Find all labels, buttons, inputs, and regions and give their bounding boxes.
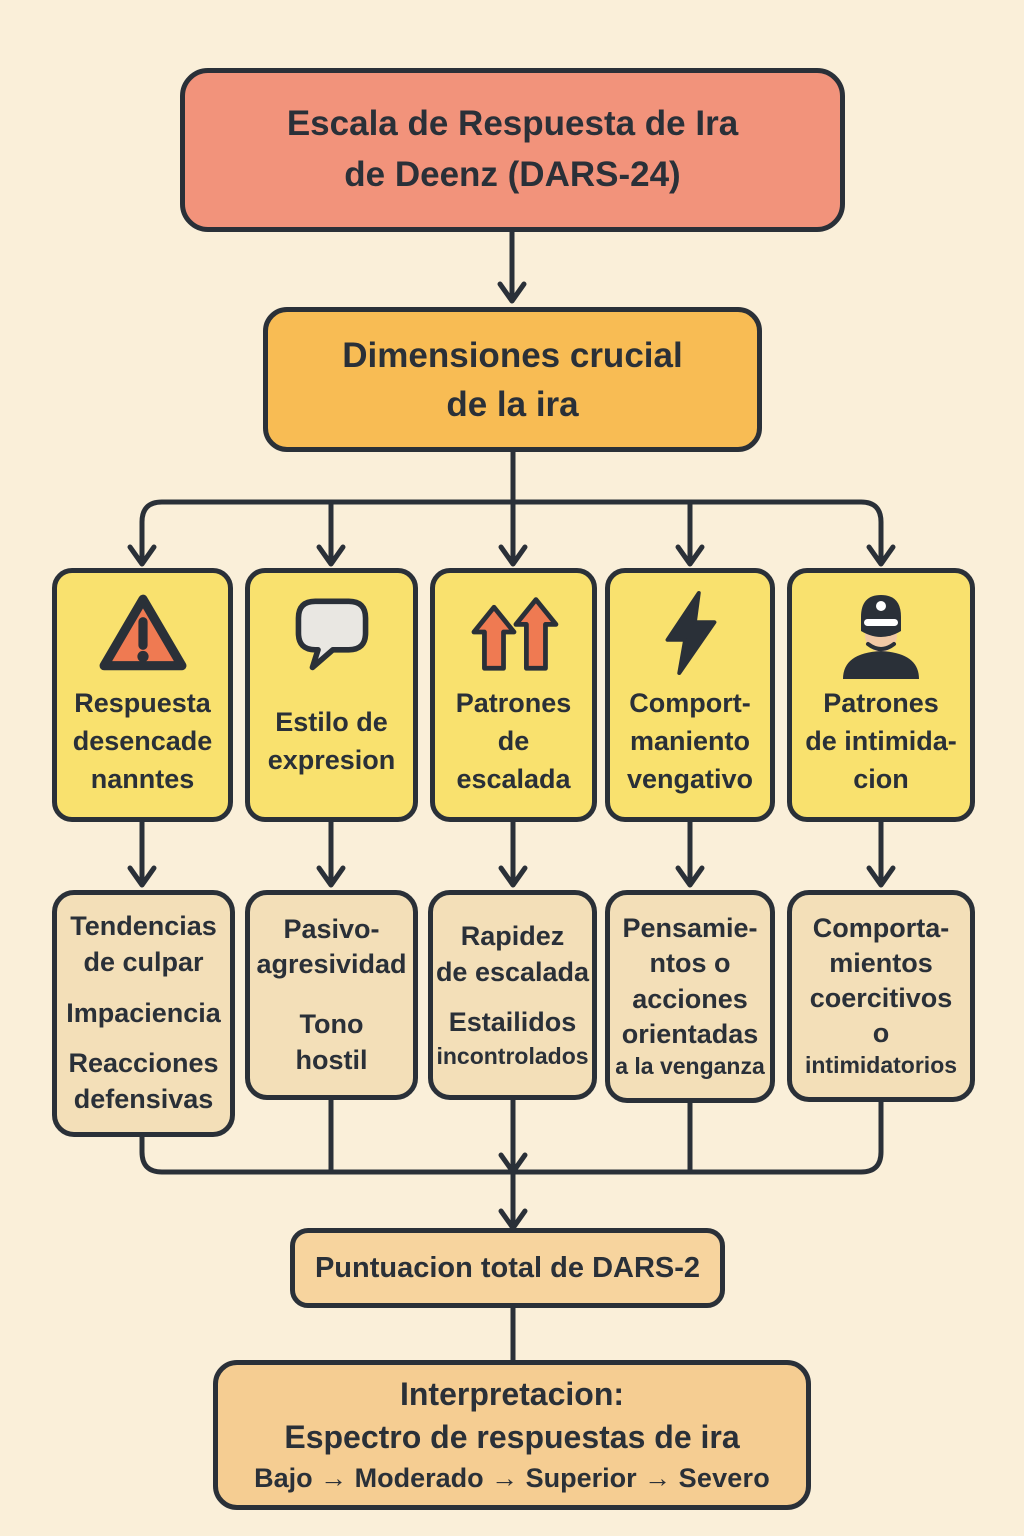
detail-expression-style: Pasivo- agresividad Tono hostil — [245, 890, 418, 1100]
detail-1-line: Reacciones — [68, 1048, 219, 1079]
detail-1-line: Impaciencia — [66, 997, 221, 1028]
card-4-line-1: Comport- — [629, 687, 751, 718]
total-score-box: Puntuacion total de DARS-2 — [290, 1228, 725, 1308]
detail-5-line: Comporta- — [812, 912, 950, 943]
card-2-line-1: Estilo de — [275, 706, 388, 737]
severity-scale: Bajo → Moderado → Superior → Severo — [254, 1461, 770, 1497]
total-score-label: Puntuacion total de DARS-2 — [314, 1251, 701, 1284]
card-vengeful-behavior: Comport- maniento vengativo — [605, 568, 775, 822]
detail-3-line: Estailidos — [448, 1007, 577, 1038]
detail-5-line: mientos — [829, 947, 933, 978]
detail-3-line: de escalada — [435, 956, 590, 987]
dimensions-box: Dimensiones crucial de la ira — [263, 307, 762, 452]
card-5-line-1: Patrones — [823, 687, 939, 718]
card-1-line-2: desencade — [72, 725, 213, 756]
detail-4-line: Pensamie- — [622, 913, 758, 944]
dimensions-line-1: Dimensiones crucial — [342, 335, 683, 375]
interpretation-line-2: Espectro de respuestas de ira — [284, 1418, 740, 1455]
card-4-line-2: maniento — [629, 725, 750, 756]
detail-5-line: intimidatorios — [804, 1052, 958, 1079]
speech-bubble-icon — [289, 589, 375, 677]
warning-triangle-icon — [97, 589, 189, 677]
card-3-line-1: Patrones — [455, 687, 572, 718]
scale-title-line-2: de Deenz (DARS-24) — [344, 155, 681, 194]
detail-4-line: acciones — [632, 983, 748, 1014]
detail-5-line: coercitivos — [809, 983, 953, 1014]
detail-4-line: orientadas — [621, 1018, 759, 1049]
card-1-line-3: nanntes — [90, 764, 195, 795]
double-up-arrows-icon — [466, 589, 562, 677]
dimensions-line-2: de la ira — [446, 384, 579, 424]
card-4-line-3: vengativo — [626, 764, 754, 795]
detail-1-line: Tendencias — [70, 911, 217, 942]
detail-2-line: agresividad — [256, 949, 407, 980]
card-triggered-responses: Respuesta desencade nanntes — [52, 568, 233, 822]
card-intimidation-patterns: Patrones de intimida- cion — [787, 568, 975, 822]
scale-title-box: Escala de Respuesta de Ira de Deenz (DAR… — [180, 68, 845, 232]
detail-1-line: defensivas — [73, 1083, 214, 1114]
interpretation-box: Interpretacion: Espectro de respuestas d… — [213, 1360, 811, 1510]
detail-2-line: Pasivo- — [283, 913, 380, 944]
card-expression-style: Estilo de expresion — [245, 568, 418, 822]
severity-scale-levels: Bajo → Moderado → Superior → — [254, 1462, 672, 1493]
police-officer-icon — [833, 589, 929, 679]
card-3-line-2: de escalada — [456, 725, 571, 795]
detail-3-line: Rapidez — [460, 920, 565, 951]
card-5-line-2: de intimida- — [805, 725, 957, 756]
detail-4-line: a la venganza — [615, 1052, 765, 1079]
detail-4-line: ntos o — [649, 948, 731, 979]
detail-2-line: Tono — [299, 1009, 364, 1039]
detail-3-line: incontrolados — [436, 1042, 589, 1069]
scale-title-line-1: Escala de Respuesta de Ira — [286, 104, 739, 144]
card-2-line-2: expresion — [267, 745, 396, 775]
detail-5-line: o — [872, 1018, 890, 1049]
detail-intimidation-patterns: Comporta- mientos coercitivos o intimida… — [787, 890, 975, 1102]
detail-escalation-patterns: Rapidez de escalada Estailidos incontrol… — [428, 890, 597, 1100]
card-escalation-patterns: Patrones de escalada — [430, 568, 597, 822]
lightning-bolt-icon — [654, 589, 726, 677]
card-1-line-1: Respuesta — [74, 687, 211, 718]
detail-triggered-responses: Tendencias de culpar Impaciencia Reaccio… — [52, 890, 235, 1137]
detail-vengeful-behavior: Pensamie- ntos o acciones orientadas a l… — [605, 890, 775, 1103]
card-5-line-3: cion — [853, 764, 909, 795]
severity-scale-severe: Severo — [678, 1462, 770, 1493]
detail-1-line: de culpar — [83, 947, 204, 978]
detail-2-line: hostil — [295, 1044, 368, 1075]
interpretation-line-1: Interpretacion: — [399, 1376, 625, 1413]
